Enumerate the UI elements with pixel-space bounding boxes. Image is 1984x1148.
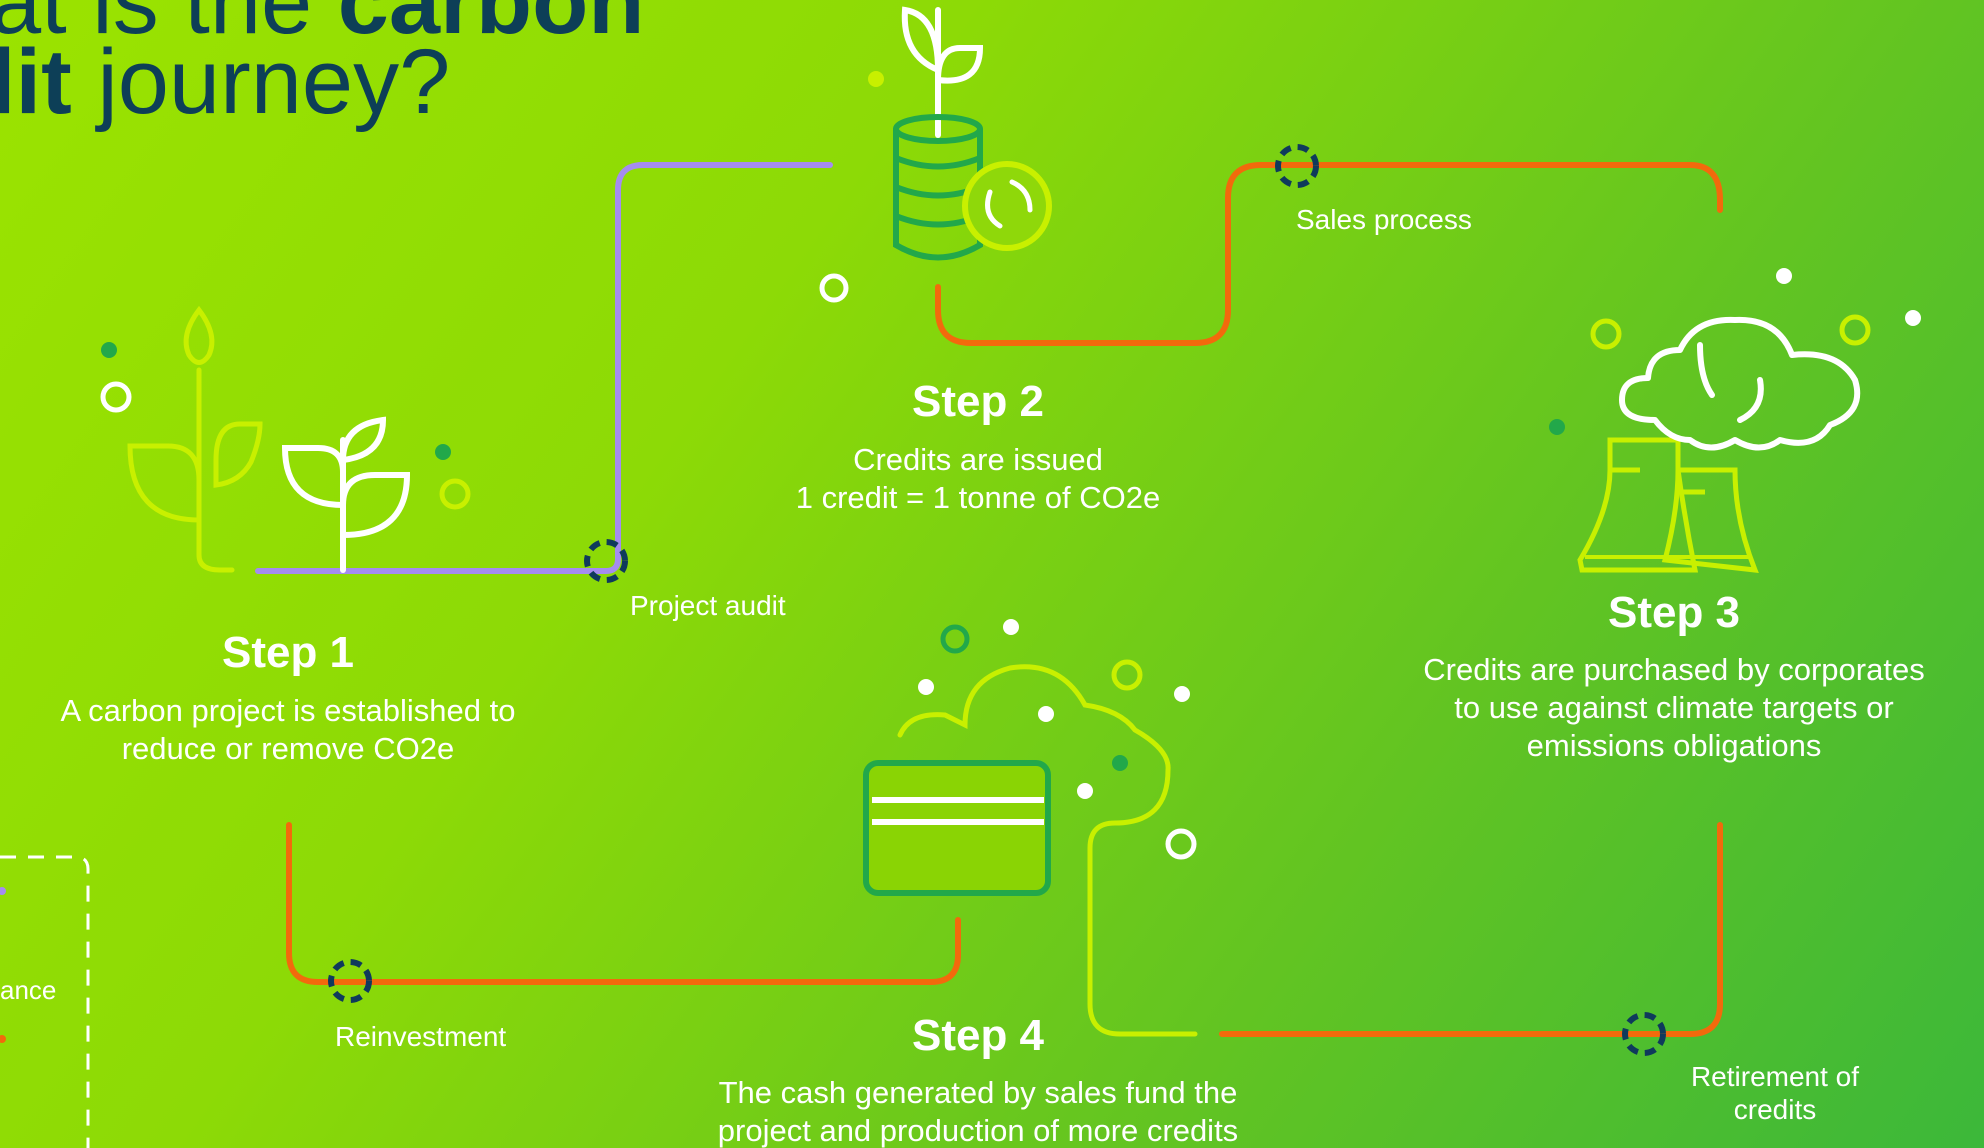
step3-description-line2: to use against climate targets or [1454, 690, 1894, 725]
factory-cloud-icon [1549, 268, 1921, 573]
label-reinvestment: Reinvestment [335, 1021, 507, 1052]
marker-project-audit-icon [584, 539, 628, 583]
label-retirement-line2: credits [1733, 1094, 1817, 1125]
retirement-line [1219, 822, 1723, 1037]
credit-card-cloud-icon [863, 619, 1197, 896]
step4-description-line2: project and production of more credits [717, 1113, 1239, 1148]
label-sales-process: Sales process [1296, 204, 1472, 235]
step1-title: Step 1 [221, 628, 355, 677]
step2-description-line2: 1 credit = 1 tonne of CO2e [795, 480, 1161, 515]
step2-description-line1: Credits are issued [853, 442, 1103, 477]
reinvestment-line [286, 822, 961, 985]
marker-retirement-icon [1622, 1012, 1666, 1056]
marker-reinvestment-icon [328, 959, 372, 1003]
page-heading-line1: at is the carbon [0, 0, 645, 53]
step4-description-line1: The cash generated by sales fund the [718, 1075, 1238, 1110]
step3-title: Step 3 [1607, 588, 1741, 637]
plant-sprout-icon [100, 305, 471, 573]
step2-title: Step 2 [911, 377, 1045, 426]
legend-partial-label: ance [0, 975, 57, 1005]
page-heading-line2: lit journey? [0, 31, 451, 133]
sales-process-line [935, 162, 1723, 346]
step3-description-line3: emissions obligations [1526, 728, 1822, 763]
step4-title: Step 4 [911, 1011, 1045, 1060]
step3-description-line1: Credits are purchased by corporates [1423, 652, 1925, 687]
coin-stack-sprout-icon [819, 6, 1052, 303]
legend-orange-dot [0, 1035, 6, 1043]
step1-description-line2: reduce or remove CO2e [121, 731, 455, 766]
legend-purple-dot [0, 887, 6, 895]
marker-sales-process-icon [1275, 144, 1319, 188]
step4-lime-line [1087, 767, 1198, 1037]
project-audit-line [255, 162, 833, 574]
label-project-audit: Project audit [630, 590, 786, 621]
legend-box-outline [0, 855, 90, 1148]
label-retirement-line1: Retirement of [1690, 1061, 1860, 1092]
step1-description-line1: A carbon project is established to [60, 693, 516, 728]
